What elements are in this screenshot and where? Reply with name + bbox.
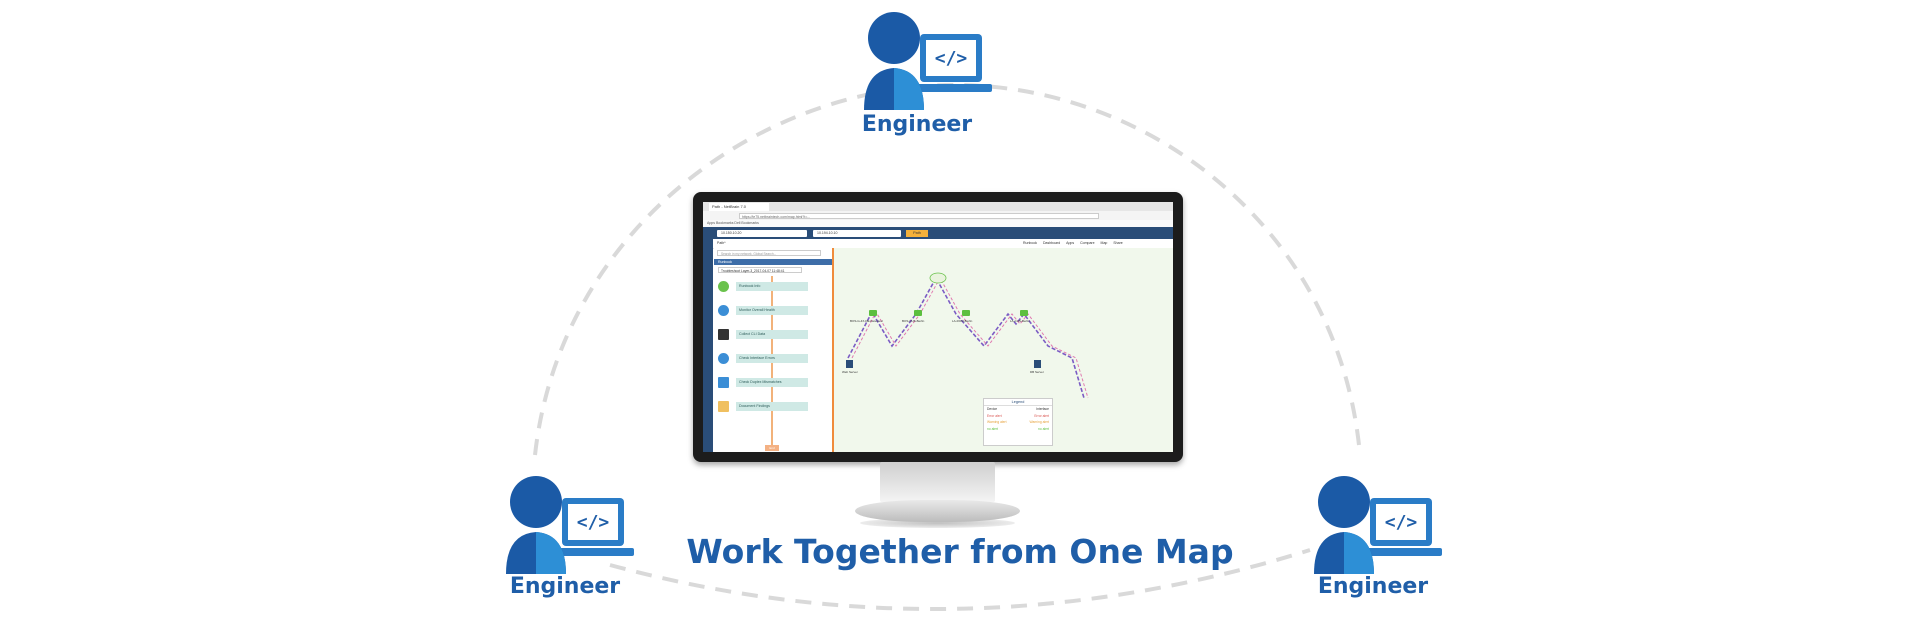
search-input[interactable]: Search in my network, Global Search... — [717, 250, 821, 256]
code-brackets-icon: </> — [577, 512, 610, 533]
step-label: Monitor Overall Health — [736, 306, 808, 315]
step-icon — [718, 281, 729, 292]
step-label: Check Duplex Mismatches — [736, 378, 808, 387]
path-lines — [847, 272, 1089, 399]
legend-interface-warning: Warning alert — [1029, 420, 1049, 424]
step-label: Document Findings — [736, 402, 808, 411]
legend-interface-error: Error alert — [1034, 413, 1049, 418]
engineer-right-label: Engineer — [1317, 574, 1429, 599]
nav-runbook[interactable]: Runbook — [1023, 241, 1038, 245]
nav-apps[interactable]: Apps — [1066, 241, 1075, 245]
nav-dashboard[interactable]: Dashboard — [1043, 241, 1061, 245]
path-button[interactable]: Path — [906, 229, 928, 237]
runbook-panel: Search in my network, Global Search... R… — [714, 248, 833, 452]
device-node[interactable] — [1020, 310, 1028, 316]
server-node[interactable] — [1034, 360, 1041, 368]
monitor-screen: Path - NetBrain 7.0 https://ie75.netbrai… — [703, 202, 1173, 452]
runbook-step[interactable]: Document Findings — [718, 400, 828, 414]
left-rail — [703, 239, 713, 452]
server-label: DB Server — [1030, 370, 1044, 374]
destination-field[interactable]: 10.194.10.10 — [813, 229, 901, 237]
device-label: LA-CUS-Berlin — [1010, 319, 1030, 323]
browser-tab-bar: Path - NetBrain 7.0 — [703, 202, 1173, 211]
engineer-left: </> — [502, 470, 652, 610]
runbook-step[interactable]: Collect CLI Data — [718, 328, 828, 342]
browser-tab[interactable]: Path - NetBrain 7.0 — [709, 203, 769, 211]
monitor-stand-base — [855, 500, 1020, 522]
nav-tabs: Runbook Dashboard Apps Compare Map Share — [1023, 240, 1173, 247]
runbook-step[interactable]: Runbook Info — [718, 280, 828, 294]
panel-splitter[interactable] — [832, 248, 834, 452]
engineer-label: Engineer — [861, 112, 973, 137]
legend-interface-none: no alert — [1038, 426, 1049, 431]
legend-title: Legend — [984, 399, 1052, 406]
device-label: BOS-CUS-Berlin — [902, 319, 925, 323]
engineer-icon: </> — [1314, 476, 1442, 574]
step-icon — [718, 305, 729, 316]
legend-col-interface: Interface — [1036, 407, 1049, 411]
runbook-select[interactable]: Troubleshoot Layer-3_2017-04-07 11:48:41 — [718, 267, 802, 273]
nav-compare[interactable]: Compare — [1080, 241, 1095, 245]
app-toolbar: 10.150.10.20 10.194.10.10 Path — [703, 227, 1173, 239]
engineer-icon: </> — [864, 12, 992, 110]
legend-device-error: Error alert — [987, 413, 1002, 418]
engineer-right: </> — [1310, 470, 1460, 610]
device-node[interactable] — [962, 310, 970, 316]
legend-col-device: Device — [987, 407, 998, 411]
step-icon — [718, 353, 729, 364]
monitor: Path - NetBrain 7.0 https://ie75.netbrai… — [693, 192, 1183, 462]
nav-map[interactable]: Map — [1100, 241, 1108, 245]
legend-device-none: no alert — [987, 426, 998, 431]
runbook-step[interactable]: Check Interface Errors — [718, 352, 828, 366]
step-icon — [718, 377, 729, 388]
step-label: Runbook Info — [736, 282, 808, 291]
engineer-top: </> Engineer — [860, 6, 1010, 146]
engineer-icon: </> — [506, 476, 634, 574]
runbook-step[interactable]: Monitor Overall Health — [718, 304, 828, 318]
server-node[interactable] — [846, 360, 853, 368]
monitor-stand-neck — [880, 462, 995, 502]
step-label: Collect CLI Data — [736, 330, 808, 339]
step-icon — [718, 329, 729, 340]
runbook-end: End — [765, 445, 779, 451]
runbook-header: Runbook — [714, 259, 832, 265]
device-label: BOS-G-4X-DE-Detected — [850, 319, 883, 323]
code-brackets-icon: </> — [1385, 512, 1418, 533]
server-label: Web Server — [842, 370, 858, 374]
device-label: LA-ROM-Berlin — [952, 319, 973, 323]
device-node[interactable] — [914, 310, 922, 316]
step-label: Check Interface Errors — [736, 354, 808, 363]
url-field[interactable]: https://ie75.netbraintech.com/map.html?t… — [739, 212, 1099, 219]
map-title: Path* — [717, 241, 726, 245]
map-legend: Legend Device Interface Error alert Error … — [983, 398, 1053, 446]
runbook-step[interactable]: Check Duplex Mismatches — [718, 376, 828, 390]
source-field[interactable]: 10.150.10.20 — [717, 229, 807, 237]
legend-device-warning: Warning alert — [987, 420, 1007, 424]
step-icon — [718, 401, 729, 412]
device-node[interactable] — [869, 310, 877, 316]
monitor-base-shadow — [860, 518, 1015, 528]
engineer-left-label: Engineer — [509, 574, 621, 599]
page-caption: Work Together from One Map — [686, 532, 1234, 571]
code-brackets-icon: </> — [935, 48, 968, 69]
nav-share[interactable]: Share — [1113, 241, 1123, 245]
